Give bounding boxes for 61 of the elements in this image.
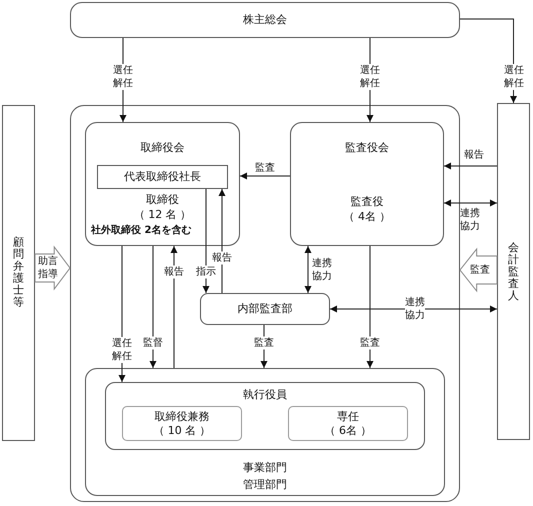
node-label: 管理部門 (242, 478, 288, 492)
edge-label: 監査 (360, 336, 380, 350)
node-label: 取締役兼務 (154, 410, 210, 424)
node-label: （ 6名 ） (324, 424, 372, 438)
edge-label: 連携協力 (312, 257, 332, 283)
arrow (260, 324, 268, 368)
arrow (170, 246, 178, 368)
node-label: 執行役員 (242, 388, 288, 402)
rounded-box (290, 122, 444, 246)
edge-label: 選任解任 (112, 337, 132, 363)
node-label: 株主総会 (242, 13, 288, 27)
side-panel (2, 105, 35, 441)
rounded-box (105, 382, 425, 450)
edge-label: 選任解任 (504, 64, 524, 90)
arrow (202, 188, 210, 294)
edge-label: 監査 (255, 162, 275, 174)
arrow (150, 246, 156, 368)
node-label: 監査役 (350, 195, 384, 209)
edge-label: 報告 (464, 148, 484, 162)
arrow (218, 188, 226, 294)
edge-label: 連携協力 (460, 207, 480, 233)
edge-label: 監督 (143, 336, 163, 350)
officer-box (97, 165, 228, 189)
rounded-box (200, 293, 330, 325)
node-label: 事業部門 (242, 461, 288, 475)
arrow (366, 246, 374, 368)
arrow (444, 200, 498, 206)
rounded-box (122, 406, 242, 441)
arrow (330, 306, 498, 312)
arrow (240, 172, 290, 180)
node-label: （ 12 名 ） (132, 208, 192, 222)
arrow (304, 246, 312, 294)
edge-label: 監査 (470, 264, 490, 276)
edge-label: 選任解任 (113, 64, 133, 90)
edge-label: 報告 (212, 252, 232, 264)
meeting-box (70, 2, 460, 38)
edge-label: 選任解任 (360, 64, 380, 90)
node-label: 専任 (336, 410, 360, 424)
node-label: 取締役 (145, 193, 180, 207)
edge-label: 指示 (196, 266, 216, 278)
node-label: 内部監査部 (236, 302, 294, 316)
block-arrow (34, 246, 71, 290)
node-label: 取締役会 (140, 141, 186, 155)
node-label: 会計監査人 (508, 241, 519, 302)
arrow (444, 162, 498, 170)
edge-label: 助言指導 (38, 255, 58, 281)
edge-label: 監査 (254, 336, 274, 350)
rounded-box (85, 368, 445, 496)
side-panel (497, 103, 530, 440)
note-text: 社外取締役 2名を含む (91, 224, 192, 238)
group-box (70, 105, 460, 502)
rounded-box (85, 122, 240, 246)
edge-label: 報告 (164, 266, 184, 278)
node-label: 代表取締役社長 (123, 170, 202, 184)
block-arrow (459, 248, 498, 292)
rounded-box (288, 406, 408, 441)
node-label: （ 4名 ） (342, 210, 392, 224)
edge-label: 連携協力 (405, 296, 425, 322)
node-label: 監査役会 (344, 141, 390, 155)
node-label: （ 10 名 ） (152, 424, 212, 438)
node-label: 顧問弁護士等 (13, 236, 24, 310)
